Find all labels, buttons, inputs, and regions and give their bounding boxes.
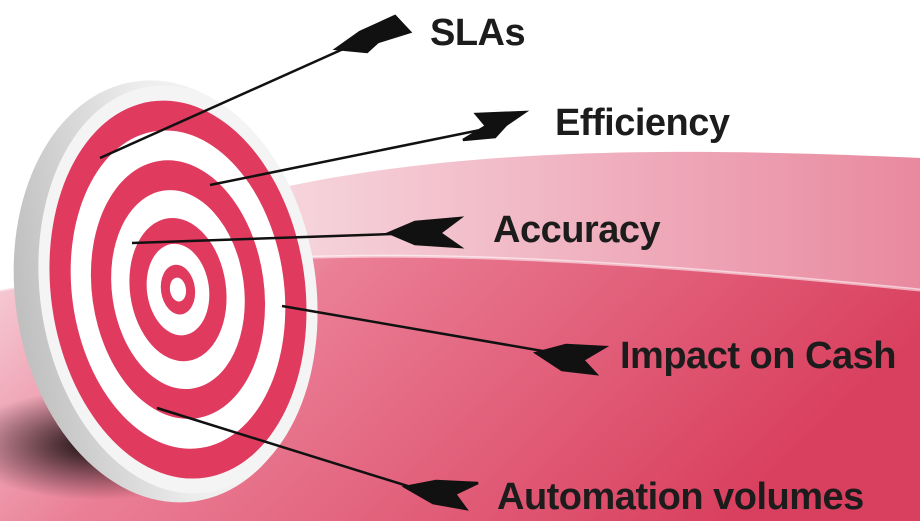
arrow-impact-on-cash bbox=[281, 304, 610, 376]
label-efficiency: Efficiency bbox=[555, 102, 730, 144]
arrow-accuracy bbox=[131, 216, 465, 249]
bullseye bbox=[169, 277, 187, 302]
label-slas: SLAs bbox=[430, 12, 526, 54]
arrow-automation-volumes bbox=[156, 406, 479, 511]
target-board bbox=[13, 80, 318, 503]
arrow-slas bbox=[99, 14, 413, 160]
label-accuracy: Accuracy bbox=[493, 209, 661, 251]
arrow-efficiency bbox=[209, 110, 530, 187]
label-impact-on-cash: Impact on Cash bbox=[620, 335, 896, 377]
label-automation-volumes: Automation volumes bbox=[497, 476, 864, 518]
